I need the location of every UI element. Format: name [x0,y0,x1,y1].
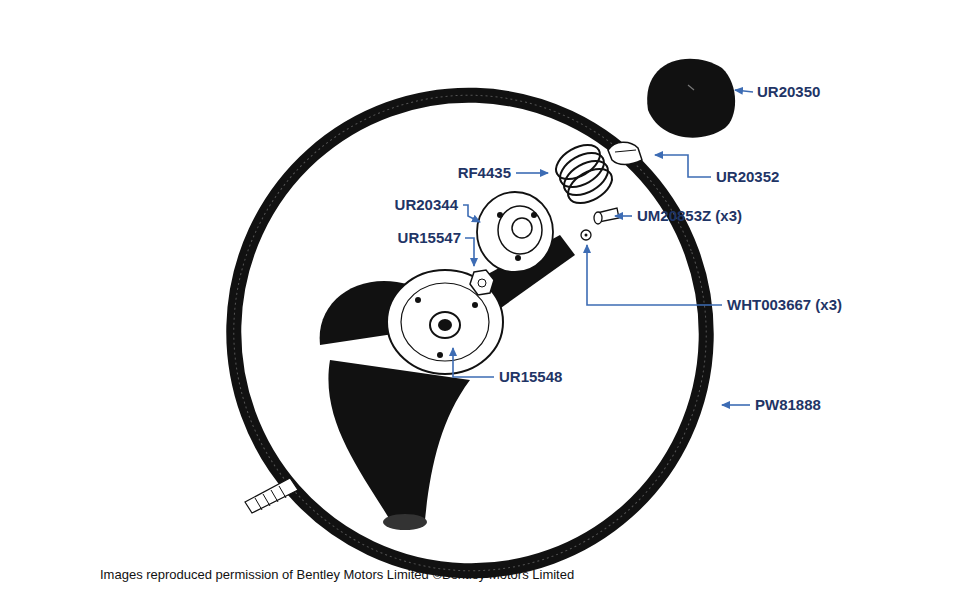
screw-and-washer [581,208,619,240]
part-number: UR15548 [499,368,562,386]
horn-spring [550,138,618,210]
leader-lines [453,90,753,405]
part-number: UR15547 [398,229,461,247]
hub [387,270,503,374]
splined-shaft [245,478,298,513]
copyright-caption: Images reproduced permission of Bentley … [100,567,574,583]
part-number: UM20853Z (x3) [637,207,742,225]
part-number: UR20344 [395,196,458,214]
nut [470,270,494,295]
contact-plate [477,192,553,272]
part-number: UR20350 [757,83,820,101]
wheel-rim [167,29,773,598]
part-number: UR20352 [716,168,779,186]
contact-pin [608,142,642,164]
part-number: RF4435 [458,164,511,182]
wheel-spokes [320,235,575,530]
part-number: PW81888 [755,396,821,414]
horn-cap [647,59,735,138]
part-number: WHT003667 (x3) [727,296,842,314]
